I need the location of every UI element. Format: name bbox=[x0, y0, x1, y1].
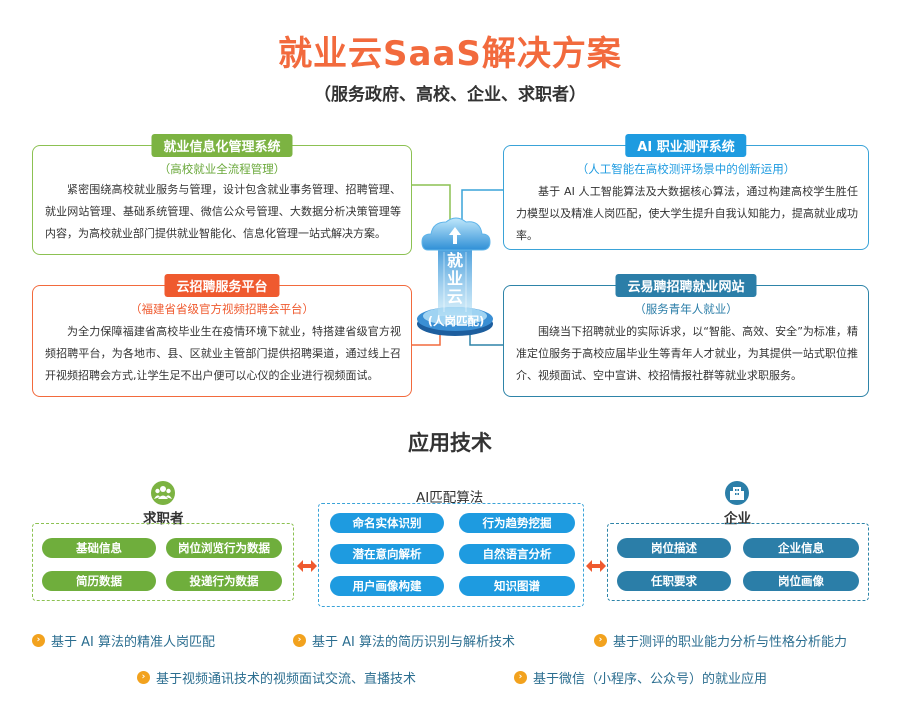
enterprise-item: 企业信息 bbox=[743, 538, 859, 558]
seeker-item: 基础信息 bbox=[42, 538, 156, 558]
chevron-right-icon: › bbox=[293, 634, 306, 647]
feature-item: › 基于视频通讯技术的视频面试交流、直播技术 bbox=[137, 668, 416, 687]
panel-tag: 云招聘服务平台 bbox=[164, 274, 280, 297]
feature-item: › 基于微信（小程序、公众号）的就业应用 bbox=[514, 668, 767, 687]
ai-algorithm-item: 用户画像构建 bbox=[330, 576, 444, 596]
feature-text: 基于 AI 算法的精准人岗匹配 bbox=[51, 635, 215, 650]
ai-algorithm-group bbox=[318, 503, 584, 607]
chevron-right-icon: › bbox=[594, 634, 607, 647]
chevron-right-icon: › bbox=[32, 634, 45, 647]
enterprise-item: 任职要求 bbox=[617, 571, 731, 591]
center-title: 就业云 bbox=[446, 251, 463, 306]
seeker-item: 投递行为数据 bbox=[166, 571, 282, 591]
enterprise-item: 岗位画像 bbox=[743, 571, 859, 591]
feature-item: › 基于 AI 算法的简历识别与解析技术 bbox=[293, 631, 515, 650]
enterprise-data-group bbox=[607, 523, 869, 601]
panel-info-management: 就业信息化管理系统 （高校就业全流程管理） 紧密围绕高校就业服务与管理，设计包含… bbox=[32, 134, 412, 255]
right-double-arrow-icon bbox=[586, 560, 606, 572]
seeker-item: 岗位浏览行为数据 bbox=[166, 538, 282, 558]
panel-subtitle: （高校就业全流程管理） bbox=[158, 162, 286, 176]
panel-description: 紧密围绕高校就业服务与管理，设计包含就业事务管理、招聘管理、就业网站管理、基础系… bbox=[45, 183, 401, 240]
feature-text: 基于视频通讯技术的视频面试交流、直播技术 bbox=[156, 672, 417, 687]
ai-algorithm-item: 命名实体识别 bbox=[330, 513, 444, 533]
chevron-right-icon: › bbox=[137, 671, 150, 684]
feature-item: › 基于 AI 算法的精准人岗匹配 bbox=[32, 631, 215, 650]
people-icon bbox=[151, 481, 175, 505]
panel-tag: 就业信息化管理系统 bbox=[151, 134, 293, 157]
feature-item: › 基于测评的职业能力分析与性格分析能力 bbox=[594, 631, 847, 650]
seeker-data-group bbox=[32, 523, 294, 601]
panel-tag: 云易聘招聘就业网站 bbox=[615, 274, 757, 297]
left-double-arrow-icon bbox=[297, 560, 317, 572]
ai-algorithm-label: AI匹配算法 bbox=[416, 490, 484, 506]
panel-description: 围绕当下招聘就业的实际诉求，以“智能、高效、安全”为标准，精准定位服务于高校应届… bbox=[516, 325, 858, 382]
page-subtitle: （服务政府、高校、企业、求职者） bbox=[314, 85, 586, 105]
panel-cloud-recruitment: 云招聘服务平台 （福建省省级官方视频招聘会平台） 为全力保障福建省高校毕业生在疫… bbox=[32, 274, 412, 397]
cloud-platform-icon bbox=[417, 217, 493, 336]
panel-tag: AI 职业测评系统 bbox=[625, 134, 747, 157]
panel-subtitle: （人工智能在高校测评场景中的创新运用） bbox=[576, 162, 796, 176]
center-subtitle: (人岗匹配) bbox=[427, 314, 485, 328]
panel-ai-assessment: AI 职业测评系统 （人工智能在高校测评场景中的创新运用） 基于 AI 人工智能… bbox=[503, 134, 869, 250]
ai-algorithm-item: 自然语言分析 bbox=[459, 544, 575, 564]
panel-description: 基于 AI 人工智能算法及大数据核心算法，通过构建高校学生胜任力模型以及精准人岗… bbox=[516, 185, 858, 242]
ai-algorithm-item: 潜在意向解析 bbox=[330, 544, 444, 564]
tech-section-title: 应用技术 bbox=[408, 431, 492, 455]
panel-job-website: 云易聘招聘就业网站 （服务青年人就业） 围绕当下招聘就业的实际诉求，以“智能、高… bbox=[503, 274, 869, 397]
page-title: 就业云SaaS解决方案 bbox=[278, 34, 622, 74]
feature-text: 基于 AI 算法的简历识别与解析技术 bbox=[312, 635, 515, 650]
feature-text: 基于微信（小程序、公众号）的就业应用 bbox=[533, 672, 768, 687]
chevron-right-icon: › bbox=[514, 671, 527, 684]
seeker-item: 简历数据 bbox=[42, 571, 156, 591]
panel-subtitle: （福建省省级官方视频招聘会平台） bbox=[130, 302, 314, 316]
feature-text: 基于测评的职业能力分析与性格分析能力 bbox=[613, 635, 848, 650]
building-icon bbox=[725, 481, 749, 505]
ai-algorithm-item: 行为趋势挖掘 bbox=[459, 513, 575, 533]
enterprise-item: 岗位描述 bbox=[617, 538, 731, 558]
panel-description: 为全力保障福建省高校毕业生在疫情环境下就业，特搭建省级官方视频招聘平台，为各地市… bbox=[45, 325, 401, 382]
ai-algorithm-item: 知识图谱 bbox=[459, 576, 575, 596]
panel-subtitle: （服务青年人就业） bbox=[634, 302, 738, 316]
